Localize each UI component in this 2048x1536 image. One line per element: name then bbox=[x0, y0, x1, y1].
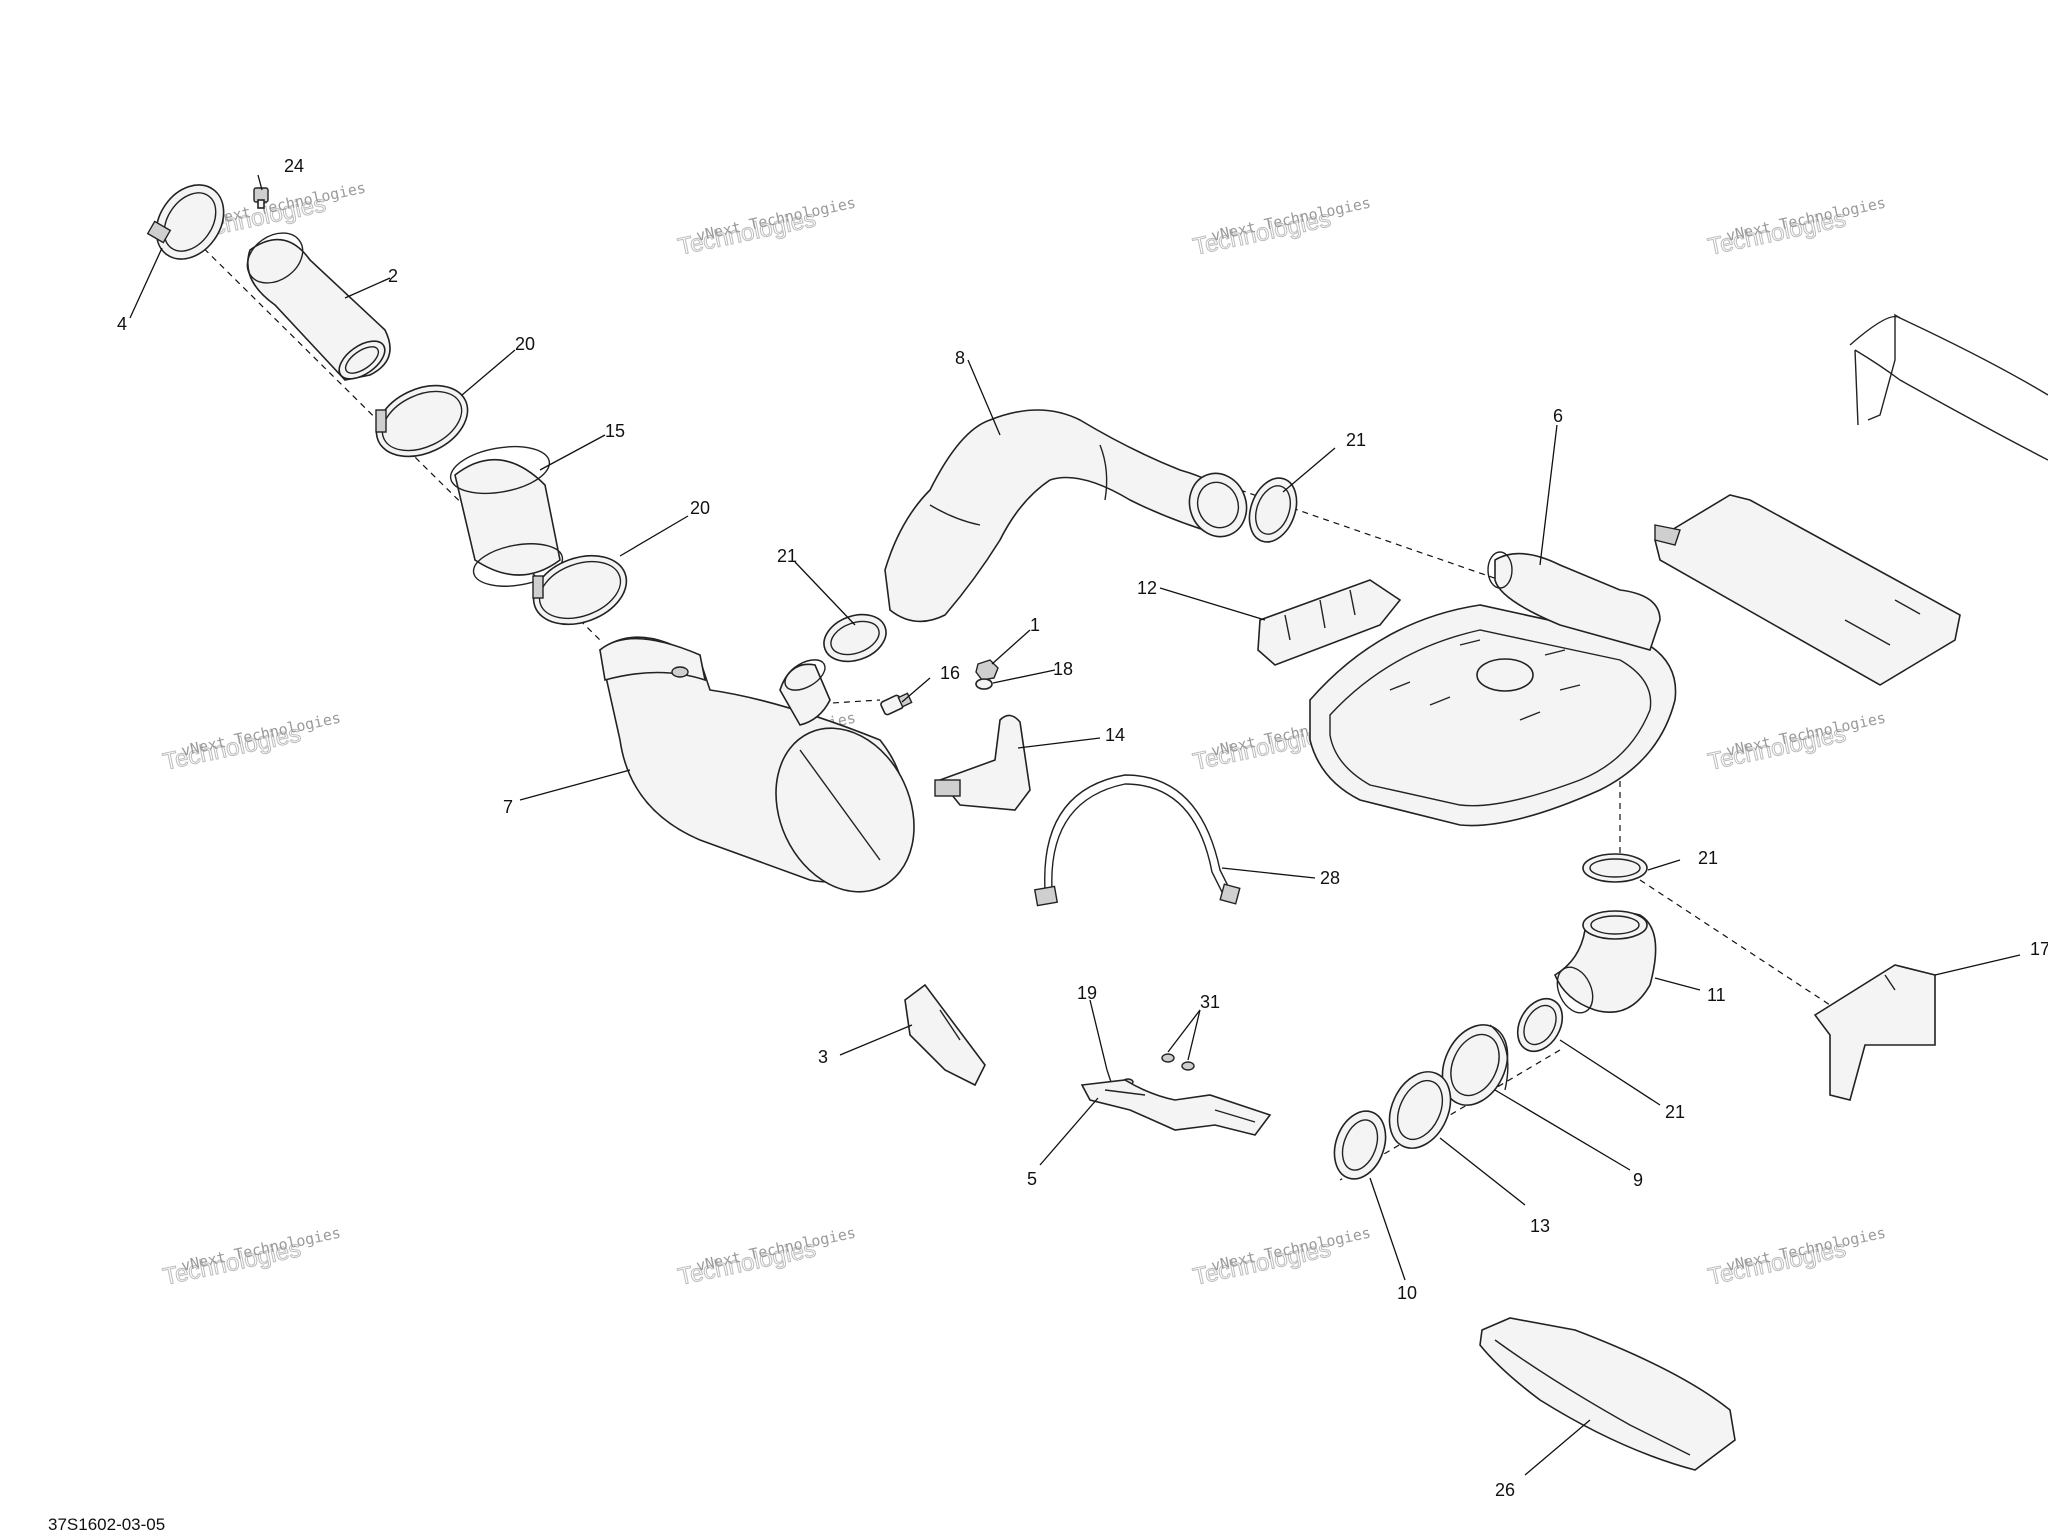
callout-17: 17 bbox=[2030, 939, 2048, 959]
sleeve-part-15 bbox=[449, 445, 564, 587]
strap-part-28 bbox=[1033, 774, 1241, 907]
bolt-part-24 bbox=[253, 187, 269, 209]
clamp-part-21-b bbox=[1248, 477, 1298, 543]
sensor-part-16 bbox=[880, 692, 913, 716]
watermark: Technologies vNext Technologies bbox=[160, 709, 342, 777]
band-clamp-part-20-upper bbox=[375, 384, 469, 458]
callout-7: 7 bbox=[503, 797, 513, 817]
bracket-part-12 bbox=[1257, 579, 1402, 666]
callout-20-upper: 20 bbox=[515, 334, 535, 354]
bracket-part-14 bbox=[934, 714, 1031, 811]
callout-3: 3 bbox=[818, 1047, 828, 1067]
bent-pipe-part-8 bbox=[884, 409, 1248, 623]
watermark: Technologies vNext Technologies bbox=[1705, 709, 1887, 777]
elbow-part-11 bbox=[1554, 910, 1657, 1014]
muffler-housing-part-6 bbox=[1309, 551, 1677, 827]
washer-part-18 bbox=[975, 678, 993, 690]
bracket-part-3 bbox=[904, 983, 986, 1087]
callout-8: 8 bbox=[955, 348, 965, 368]
callout-19: 19 bbox=[1077, 983, 1097, 1003]
band-clamp-part-20-lower bbox=[532, 554, 628, 626]
heat-shield-part-17 bbox=[1654, 494, 1961, 686]
callout-11: 11 bbox=[1707, 985, 1726, 1005]
watermark: Technologies vNext Technologies bbox=[1190, 194, 1372, 262]
callout-28: 28 bbox=[1320, 868, 1340, 888]
callout-18: 18 bbox=[1053, 659, 1073, 679]
callout-labels: 24 4 2 20 15 20 8 21 21 6 12 1 18 16 14 … bbox=[117, 156, 2048, 1500]
callout-4: 4 bbox=[117, 314, 127, 334]
watermark: Technologies vNext Technologies bbox=[675, 1224, 857, 1292]
watermark: Technologies vNext Technologies bbox=[1190, 1224, 1372, 1292]
callout-5: 5 bbox=[1027, 1169, 1037, 1189]
bracket-part-17-right bbox=[1813, 964, 1936, 1101]
callout-2: 2 bbox=[388, 266, 398, 286]
leader-lines bbox=[129, 174, 2021, 1476]
callout-15: 15 bbox=[605, 421, 625, 441]
callout-21-d: 21 bbox=[1665, 1102, 1685, 1122]
watermark: Technologies vNext Technologies bbox=[675, 194, 857, 262]
nut-part-1 bbox=[975, 659, 999, 681]
watermark: Technologies vNext Technologies bbox=[160, 1224, 342, 1292]
callout-16: 16 bbox=[940, 663, 960, 683]
watermark: Technologies vNext Technologies bbox=[1705, 1224, 1887, 1292]
callout-12: 12 bbox=[1137, 578, 1157, 598]
callout-6: 6 bbox=[1553, 406, 1563, 426]
diagram-reference-code: 37S1602-03-05 bbox=[48, 1515, 165, 1534]
callout-21-c: 21 bbox=[1698, 848, 1718, 868]
callout-9: 9 bbox=[1633, 1170, 1643, 1190]
callout-31: 31 bbox=[1200, 992, 1220, 1012]
callout-21-b: 21 bbox=[1346, 430, 1366, 450]
callout-13: 13 bbox=[1530, 1216, 1550, 1236]
callout-21-a: 21 bbox=[777, 546, 797, 566]
plate-part-5 bbox=[1080, 1079, 1272, 1136]
callout-20-lower: 20 bbox=[690, 498, 710, 518]
header-pipe-part-2 bbox=[246, 232, 391, 381]
watermark: Technologies vNext Technologies bbox=[1705, 194, 1887, 262]
callout-14: 14 bbox=[1105, 725, 1125, 745]
screw-part-31 bbox=[1161, 1053, 1195, 1071]
ring-part-10 bbox=[1333, 1110, 1387, 1180]
coupler-part-9 bbox=[1441, 1024, 1509, 1106]
clamp-part-4 bbox=[146, 184, 225, 260]
clamp-part-21-c bbox=[1582, 853, 1648, 883]
gasket-part-13 bbox=[1388, 1071, 1452, 1149]
heat-shield-part-26 bbox=[1479, 1317, 1736, 1471]
clamp-part-21-a bbox=[823, 613, 887, 663]
callout-26: 26 bbox=[1495, 1480, 1515, 1500]
callout-24: 24 bbox=[284, 156, 304, 176]
strap-bracket-part-17 bbox=[1849, 313, 2048, 461]
callout-1: 1 bbox=[1030, 615, 1040, 635]
callout-10: 10 bbox=[1397, 1283, 1417, 1303]
clamp-part-21-d bbox=[1516, 997, 1564, 1053]
muffler-part-7 bbox=[599, 636, 915, 893]
